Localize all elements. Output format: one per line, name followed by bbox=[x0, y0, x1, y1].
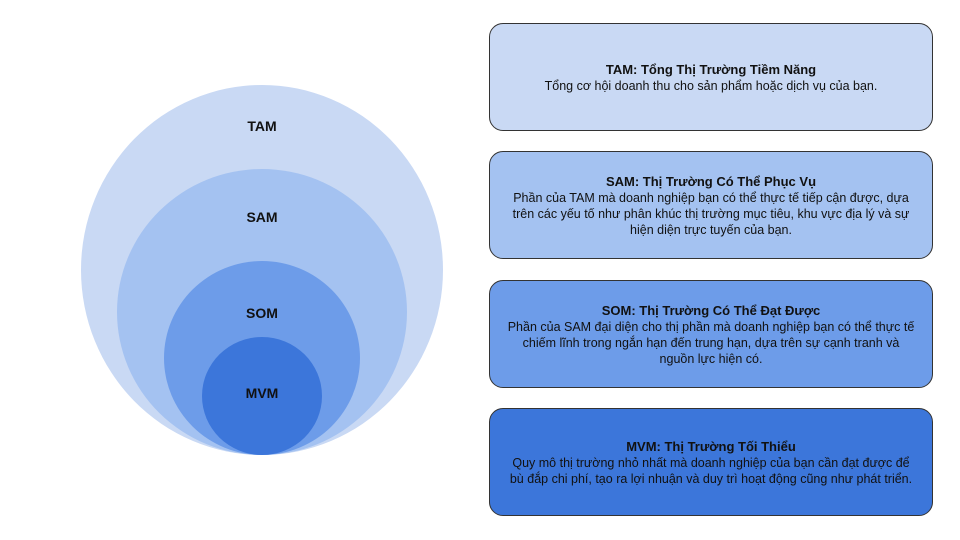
som-card-description: Phần của SAM đại diện cho thị phần mà do… bbox=[507, 319, 915, 366]
mvm-circle-label: MVM bbox=[246, 385, 279, 401]
som-circle-label: SOM bbox=[246, 305, 278, 321]
sam-card-title: SAM: Thị Trường Có Thể Phục Vụ bbox=[605, 173, 817, 189]
som-card: SOM: Thị Trường Có Thể Đạt Được Phần của… bbox=[489, 280, 933, 388]
tam-card-title: TAM: Tổng Thị Trường Tiềm Năng bbox=[605, 61, 817, 77]
tam-card-description: Tổng cơ hội doanh thu cho sản phẩm hoặc … bbox=[544, 78, 878, 93]
sam-card: SAM: Thị Trường Có Thể Phục Vụ Phần của … bbox=[489, 151, 933, 259]
mvm-card-description: Quy mô thị trường nhỏ nhất mà doanh nghi… bbox=[509, 455, 913, 486]
sam-card-description: Phần của TAM mà doanh nghiệp bạn có thể … bbox=[512, 190, 910, 237]
som-card-title: SOM: Thị Trường Có Thể Đạt Được bbox=[601, 302, 821, 318]
sam-circle-label: SAM bbox=[246, 209, 277, 225]
market-size-diagram: TAM SAM SOM MVM bbox=[81, 85, 443, 455]
tam-circle-label: TAM bbox=[247, 118, 276, 134]
mvm-card-title: MVM: Thị Trường Tối Thiểu bbox=[626, 438, 796, 454]
mvm-circle bbox=[202, 337, 322, 455]
mvm-card: MVM: Thị Trường Tối Thiểu Quy mô thị trư… bbox=[489, 408, 933, 516]
tam-card: TAM: Tổng Thị Trường Tiềm Năng Tổng cơ h… bbox=[489, 23, 933, 131]
